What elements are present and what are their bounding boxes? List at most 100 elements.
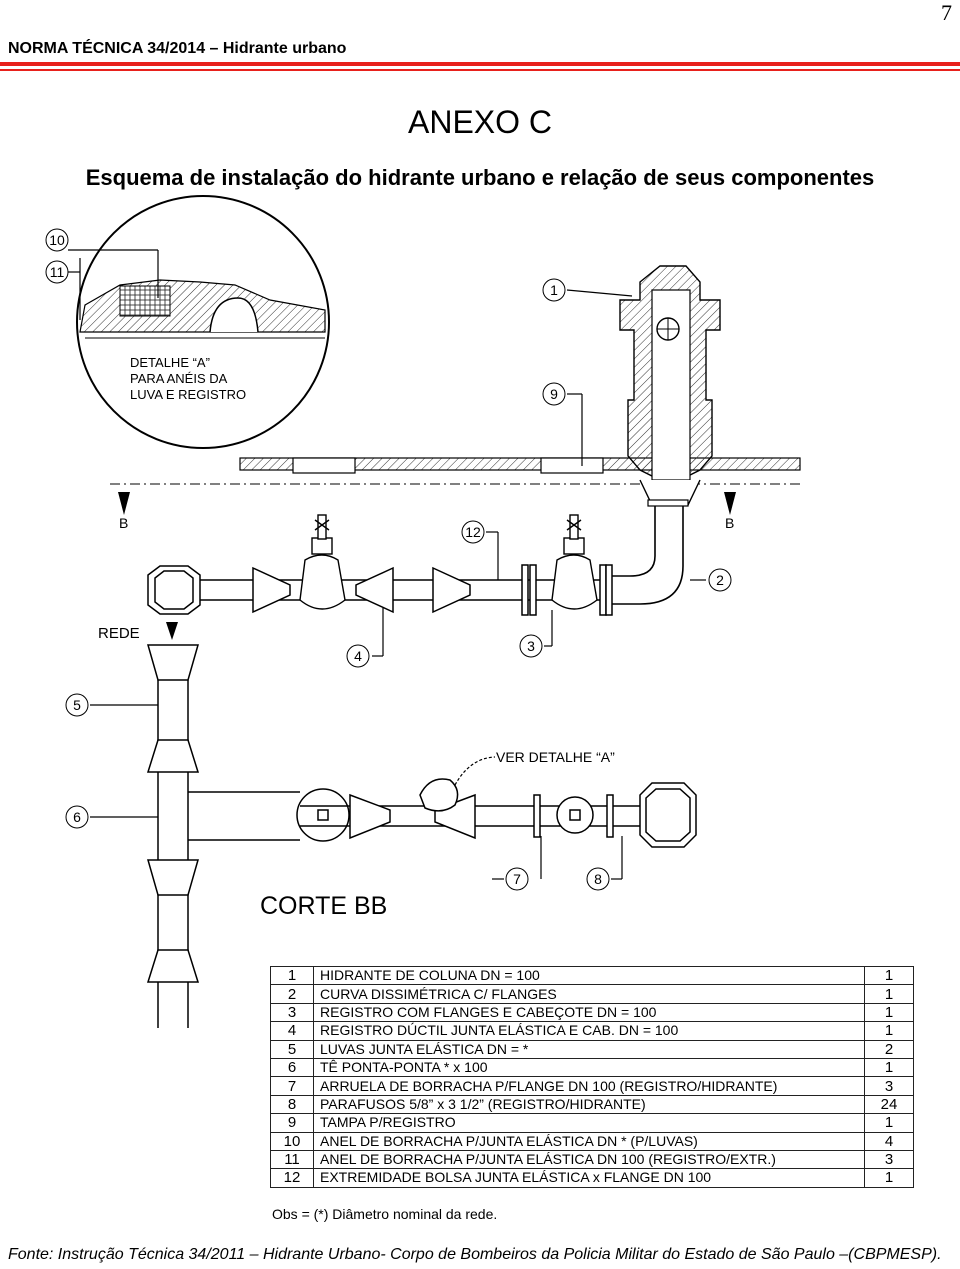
part-quantity: 1: [864, 965, 914, 986]
part-description: ANEL DE BORRACHA P/JUNTA ELÁSTICA DN * (…: [313, 1131, 865, 1151]
part-number: 1: [270, 965, 314, 986]
document-header: NORMA TÉCNICA 34/2014 – Hidrante urbano: [8, 40, 347, 57]
part-description: HIDRANTE DE COLUNA DN = 100: [313, 965, 865, 986]
section-mark-right: B: [725, 515, 734, 531]
part-number: 3: [270, 1002, 314, 1023]
part-quantity: 1: [864, 1057, 914, 1078]
part-number: 12: [270, 1168, 314, 1188]
page-number: 7: [941, 0, 952, 25]
svg-text:12: 12: [465, 524, 481, 540]
svg-text:2: 2: [716, 572, 724, 588]
part-number: 8: [270, 1094, 314, 1115]
part-description: ARRUELA DE BORRACHA P/FLANGE DN 100 (REG…: [313, 1076, 865, 1096]
part-description: ANEL DE BORRACHA P/JUNTA ELÁSTICA DN 100…: [313, 1149, 865, 1170]
network-pipe: [146, 644, 300, 1028]
part-quantity: 2: [864, 1039, 914, 1059]
hydrant-column: [619, 265, 721, 507]
part-quantity: 1: [864, 1113, 914, 1133]
part-quantity: 1: [864, 1021, 914, 1041]
part-quantity: 1: [864, 1002, 914, 1023]
callout-5: 5: [65, 693, 89, 717]
part-number: 7: [270, 1076, 314, 1096]
svg-text:4: 4: [354, 648, 362, 664]
part-description: LUVAS JUNTA ELÁSTICA DN = *: [313, 1039, 865, 1059]
svg-text:9: 9: [550, 386, 558, 402]
obs-note: Obs = (*) Diâmetro nominal da rede.: [272, 1206, 498, 1222]
svg-text:10: 10: [49, 232, 65, 248]
part-description: TAMPA P/REGISTRO: [313, 1113, 865, 1133]
part-description: REGISTRO COM FLANGES E CABEÇOTE DN = 100: [313, 1002, 865, 1023]
callout-badges: 10 11 1 9 12 2 4 3 5 6 7 8: [45, 228, 732, 891]
callout-3: 3: [519, 634, 543, 658]
part-quantity: 24: [864, 1094, 914, 1115]
section-markers: B B: [118, 492, 736, 531]
part-description: REGISTRO DÚCTIL JUNTA ELÁSTICA E CAB. DN…: [313, 1021, 865, 1041]
header-rule-thin: [0, 69, 960, 71]
callout-9: 9: [542, 382, 566, 406]
svg-text:11: 11: [50, 264, 65, 280]
part-description: TÊ PONTA-PONTA * x 100: [313, 1057, 865, 1078]
part-number: 10: [270, 1131, 314, 1151]
callout-2: 2: [708, 568, 732, 592]
detail-a-view: DETALHE “A” PARA ANÉIS DA LUVA E REGISTR…: [76, 195, 330, 449]
callout-1: 1: [542, 278, 566, 302]
see-detail-label: VER DETALHE “A”: [496, 749, 615, 765]
callout-10: 10: [45, 228, 69, 252]
header-rule: [0, 62, 960, 66]
svg-text:3: 3: [527, 638, 535, 654]
network-label: REDE: [98, 625, 140, 642]
svg-text:8: 8: [594, 871, 602, 887]
section-mark-left: B: [119, 515, 128, 531]
callout-8: 8: [586, 867, 610, 891]
section-title: CORTE BB: [260, 892, 387, 920]
part-description: PARAFUSOS 5/8” x 3 1/2” (REGISTRO/HIDRAN…: [313, 1094, 865, 1115]
part-number: 9: [270, 1113, 314, 1133]
annex-subtitle: Esquema de instalação do hidrante urbano…: [85, 165, 875, 190]
hydrant-installation-diagram: DETALHE “A” PARA ANÉIS DA LUVA E REGISTR…: [45, 195, 801, 1028]
part-quantity: 1: [864, 984, 914, 1004]
gate-valve-4: [299, 514, 346, 610]
callout-11: 11: [45, 260, 69, 284]
callout-7: 7: [505, 867, 529, 891]
network-arrow: [166, 622, 178, 640]
lower-pipe-line: [296, 778, 697, 848]
detail-a-label-1: DETALHE “A”: [130, 355, 210, 370]
part-number: 11: [270, 1149, 314, 1170]
dissymmetric-bend: [612, 506, 684, 605]
upper-pipe-line: [147, 564, 613, 616]
callout-6: 6: [65, 805, 89, 829]
svg-text:5: 5: [73, 697, 81, 713]
detail-a-label-3: LUVA E REGISTRO: [130, 387, 246, 402]
annex-title: ANEXO C: [407, 104, 553, 140]
part-description: EXTREMIDADE BOLSA JUNTA ELÁSTICA x FLANG…: [313, 1168, 865, 1188]
callout-4: 4: [346, 644, 370, 668]
part-quantity: 3: [864, 1076, 914, 1096]
callout-12: 12: [461, 520, 485, 544]
part-number: 6: [270, 1057, 314, 1078]
part-quantity: 4: [864, 1131, 914, 1151]
source-footer: Fonte: Instrução Técnica 34/2011 – Hidra…: [8, 1246, 942, 1263]
gate-valve-3: [551, 514, 598, 610]
part-number: 5: [270, 1039, 314, 1059]
part-number: 4: [270, 1021, 314, 1041]
svg-text:7: 7: [513, 871, 521, 887]
svg-text:6: 6: [73, 809, 81, 825]
callouts: [68, 249, 706, 880]
svg-text:1: 1: [550, 282, 558, 298]
part-quantity: 1: [864, 1168, 914, 1188]
part-number: 2: [270, 984, 314, 1004]
part-description: CURVA DISSIMÉTRICA C/ FLANGES: [313, 984, 865, 1004]
part-quantity: 3: [864, 1149, 914, 1170]
